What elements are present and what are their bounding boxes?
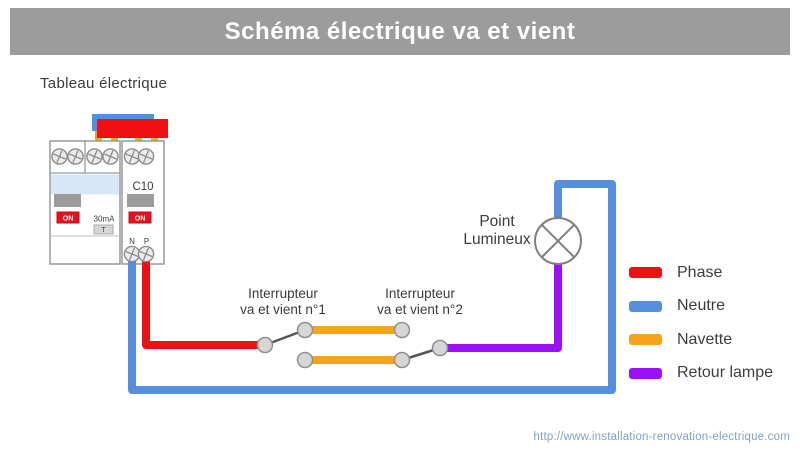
- switch2-label-line2: va et vient n°2: [377, 301, 463, 317]
- legend-row-neutre: Neutre: [629, 297, 773, 314]
- lamp-label-line2: Lumineux: [463, 230, 531, 248]
- switch1-label-line1: Interrupteur: [248, 286, 318, 301]
- switch2-navette-terminal-top: [393, 321, 411, 339]
- c10-on-button: [128, 211, 152, 224]
- phase-busbar: [97, 119, 168, 138]
- breaker-rating-label: C10: [132, 181, 153, 193]
- retour-lampe-color-swatch: [629, 367, 662, 379]
- switch1-label: Interrupteur va et vient n°1: [220, 286, 346, 317]
- differential-on-button: [56, 211, 80, 224]
- phase-color-swatch: [629, 267, 662, 278]
- differential-on-label: ON: [63, 216, 74, 223]
- switch1-common-terminal: [256, 336, 274, 354]
- legend-row-retour-lampe: Retour lampe: [629, 364, 773, 381]
- header-bar: Schéma électrique va et vient: [10, 8, 790, 55]
- legend-row-navette: Navette: [629, 331, 773, 348]
- legend-label-navette: Navette: [677, 330, 733, 348]
- lamp-label-line1: Point: [479, 213, 515, 230]
- test-button-label: T: [101, 227, 106, 234]
- switch2-label: Interrupteur va et vient n°2: [357, 286, 483, 317]
- neutral-terminal-label: N: [129, 237, 135, 246]
- legend-label-neutre: Neutre: [677, 297, 726, 314]
- legend: Phase Neutre Navette Retour lampe: [629, 264, 773, 401]
- c10-on-label: ON: [135, 216, 146, 223]
- legend-label-phase: Phase: [677, 263, 723, 281]
- differential-lever: [54, 194, 81, 207]
- switch2-navette-terminal-bottom: [393, 351, 411, 369]
- c10-lever: [127, 194, 154, 207]
- lamp-icon: [534, 217, 582, 265]
- navette-color-swatch: [629, 334, 662, 345]
- switch2-common-terminal: [431, 339, 449, 357]
- neutre-wire: [128, 180, 616, 394]
- switch2-label-line1: Interrupteur: [385, 286, 455, 301]
- website-link[interactable]: http://www.installation-renovation-elect…: [533, 431, 790, 443]
- switch1-navette-terminal-top: [296, 321, 314, 339]
- phase-wire: [142, 256, 264, 349]
- switch1-label-line2: va et vient n°1: [240, 301, 326, 317]
- tableau-electrique-label: Tableau électrique: [40, 75, 168, 92]
- point-lumineux-label: Point Lumineux: [447, 213, 547, 248]
- retour-lampe-wire: [442, 263, 562, 352]
- switch1-navette-terminal-bottom: [296, 351, 314, 369]
- test-button: [93, 224, 114, 235]
- sensitivity-label: 30mA: [94, 215, 116, 224]
- legend-label-retour-lampe: Retour lampe: [677, 364, 774, 381]
- phase-terminal-label: P: [144, 237, 149, 246]
- legend-row-phase: Phase: [629, 264, 773, 281]
- neutre-color-swatch: [629, 300, 662, 312]
- page-title: Schéma électrique va et vient: [224, 17, 576, 45]
- breaker-blue-band: [51, 174, 119, 195]
